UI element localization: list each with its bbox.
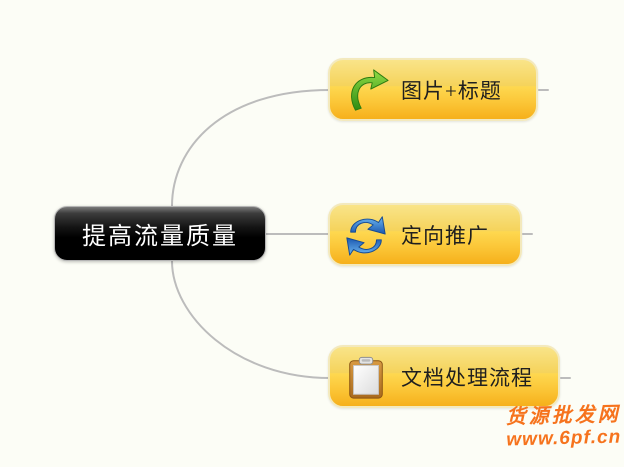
blue-refresh-icon — [346, 215, 386, 256]
root-node-label: 提高流量质量 — [82, 224, 238, 250]
connector-root-to-branch1 — [171, 89, 331, 207]
watermark-url: www.6pf.cn — [506, 426, 622, 451]
watermark: 货源批发网 www.6pf.cn — [505, 404, 621, 452]
branch-node-label: 图片+标题 — [401, 78, 502, 103]
branch-node-doc-process[interactable]: 文档处理流程 — [328, 345, 560, 408]
connector-root-to-branch3 — [171, 260, 331, 379]
watermark-site-name: 货源批发网 — [505, 403, 621, 429]
clipboard-icon — [349, 356, 383, 399]
branch-node-image-title[interactable]: 图片+标题 — [328, 58, 538, 121]
root-node[interactable]: 提高流量质量 — [54, 206, 266, 261]
green-curved-arrow-icon — [351, 68, 389, 111]
branch-node-label: 文档处理流程 — [401, 365, 533, 390]
branch-node-targeted-promo[interactable]: 定向推广 — [328, 203, 522, 266]
branch-node-label: 定向推广 — [401, 223, 489, 248]
